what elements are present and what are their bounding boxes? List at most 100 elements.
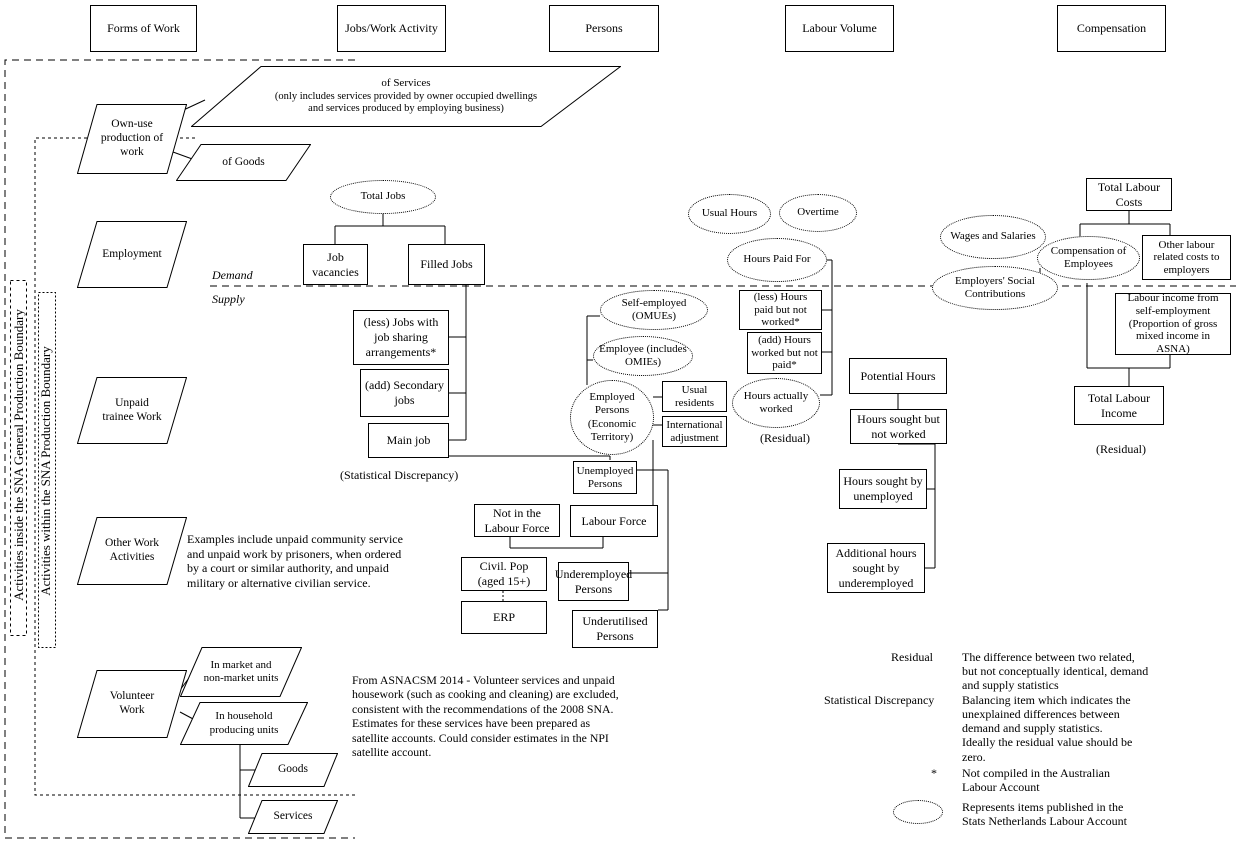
potential-hours: Potential Hours bbox=[849, 358, 947, 394]
asnacsm-note-line: consistent with the recommendations of t… bbox=[352, 701, 614, 716]
employers-social-contributions: Employers' Social Contributions bbox=[932, 266, 1058, 310]
legend-asterisk-term: * bbox=[931, 766, 937, 780]
self-employed: Self-employed (OMUEs) bbox=[600, 290, 708, 330]
legend-line: Ideally the residual value should be bbox=[962, 735, 1133, 750]
asnacsm-note-line: satellite account. bbox=[352, 744, 432, 759]
form-employment-label: Employment bbox=[102, 247, 162, 260]
own-use-goods-label: of Goods bbox=[222, 155, 265, 168]
form-volunteer: Volunteer Work bbox=[77, 670, 187, 738]
hours-actually-worked: Hours actually worked bbox=[732, 378, 820, 428]
other-work-note-line: and unpaid work by prisoners, when order… bbox=[187, 546, 402, 561]
total-labour-income: Total Labour Income bbox=[1074, 386, 1164, 425]
own-use-services: of Services (only includes services prov… bbox=[191, 66, 621, 127]
statistical-discrepancy-note: (Statistical Discrepancy) bbox=[340, 468, 459, 482]
own-use-services-line3: and services produced by employing busin… bbox=[308, 103, 504, 115]
own-use-services-line2: (only includes services provided by owne… bbox=[274, 90, 538, 102]
other-work-note: Examples include unpaid community servic… bbox=[187, 532, 403, 591]
volunteer-market-units: In market and non-market units bbox=[180, 647, 302, 697]
volunteer-goods-label: Goods bbox=[277, 763, 309, 776]
other-work-note-line: Examples include unpaid community servic… bbox=[187, 532, 403, 546]
sna-boundary-label-frame bbox=[38, 292, 56, 648]
legend-discrepancy-term: Statistical Discrepancy bbox=[824, 693, 935, 707]
asnacsm-note-line: From ASNACSM 2014 - Volunteer services a… bbox=[352, 673, 615, 687]
wages-and-salaries: Wages and Salaries bbox=[940, 215, 1046, 259]
total-jobs: Total Jobs bbox=[330, 180, 436, 214]
header-persons: Persons bbox=[549, 5, 659, 52]
header-compensation: Compensation bbox=[1057, 5, 1166, 52]
form-unpaid-trainee-label: Unpaid trainee Work bbox=[102, 396, 162, 423]
employed-persons: Employed Persons (Economic Territory) bbox=[570, 380, 654, 455]
own-use-goods: of Goods bbox=[176, 144, 311, 181]
other-labour-costs: Other labour related costs to employers bbox=[1142, 235, 1231, 280]
international-adjustment: International adjustment bbox=[662, 416, 727, 447]
legend-line: Not compiled in the Australian bbox=[962, 766, 1110, 780]
compensation-of-employees: Compensation of Employees bbox=[1037, 236, 1140, 280]
legend-line: Labour Account bbox=[962, 780, 1040, 795]
total-labour-costs: Total Labour Costs bbox=[1086, 178, 1172, 211]
form-unpaid-trainee: Unpaid trainee Work bbox=[77, 377, 187, 444]
less-hours-paid-not-worked: (less) Hours paid but not worked* bbox=[739, 290, 822, 330]
usual-hours: Usual Hours bbox=[688, 194, 771, 234]
not-in-labour-force: Not in the Labour Force bbox=[474, 504, 560, 537]
own-use-services-line1: of Services bbox=[381, 77, 431, 90]
job-vacancies: Job vacancies bbox=[303, 244, 368, 285]
other-work-note-line: military or alternative civilian service… bbox=[187, 575, 371, 590]
general-boundary-outline bbox=[4, 59, 355, 839]
legend-line: Stats Netherlands Labour Account bbox=[962, 814, 1127, 829]
main-job: Main job bbox=[368, 423, 449, 458]
legend-line: Balancing item which indicates the bbox=[962, 693, 1131, 707]
legend-ellipse-symbol bbox=[893, 800, 943, 824]
form-volunteer-label: Volunteer Work bbox=[109, 690, 155, 716]
volunteer-goods: Goods bbox=[248, 753, 338, 787]
additional-hours-underemployed: Additional hours sought by underemployed bbox=[827, 543, 925, 593]
legend-line: unexplained differences between bbox=[962, 707, 1120, 722]
residual-note-compensation: (Residual) bbox=[1096, 442, 1146, 456]
volunteer-household-units-label: In household producing units bbox=[209, 710, 279, 736]
underutilised-persons: Underutilised Persons bbox=[572, 610, 658, 648]
add-hours-worked-not-paid: (add) Hours worked but not paid* bbox=[747, 332, 822, 374]
erp: ERP bbox=[461, 601, 547, 634]
civil-pop: Civil. Pop (aged 15+) bbox=[461, 557, 547, 591]
labour-force: Labour Force bbox=[570, 505, 658, 537]
asnacsm-note: From ASNACSM 2014 - Volunteer services a… bbox=[352, 673, 619, 759]
volunteer-market-units-label: In market and non-market units bbox=[203, 658, 279, 684]
form-employment: Employment bbox=[77, 221, 187, 288]
asnacsm-note-line: satellite accounts. Could consider estim… bbox=[352, 730, 609, 745]
supply-label: Supply bbox=[212, 292, 245, 306]
legend-line: demand and supply statistics. bbox=[962, 721, 1103, 736]
residual-note-labour: (Residual) bbox=[760, 431, 810, 445]
self-employment-income: Labour income from self-employment (Prop… bbox=[1115, 292, 1231, 355]
legend-line: Represents items published in the bbox=[962, 800, 1124, 814]
legend-line: The difference between two related, bbox=[962, 650, 1135, 664]
volunteer-services-label: Services bbox=[273, 810, 313, 823]
filled-jobs: Filled Jobs bbox=[408, 244, 485, 285]
legend-residual-term: Residual bbox=[891, 650, 933, 664]
form-other-work-label: Other Work Activities bbox=[104, 537, 160, 563]
hours-sought-by-unemployed: Hours sought by unemployed bbox=[839, 469, 927, 509]
volunteer-services: Services bbox=[248, 800, 338, 834]
add-secondary-jobs: (add) Secondary jobs bbox=[360, 369, 449, 417]
underemployed-persons: Underemployed Persons bbox=[555, 562, 632, 601]
unemployed-persons: Unemployed Persons bbox=[573, 461, 637, 494]
legend-residual-def: The difference between two related, but … bbox=[962, 650, 1148, 692]
header-labour-volume: Labour Volume bbox=[785, 5, 894, 52]
legend-line: but not conceptually identical, demand bbox=[962, 664, 1149, 679]
legend-discrepancy-def: Balancing item which indicates the unexp… bbox=[962, 693, 1132, 764]
form-other-work: Other Work Activities bbox=[77, 517, 187, 585]
general-boundary-label-frame bbox=[10, 280, 27, 636]
volunteer-household-units: In household producing units bbox=[180, 702, 308, 745]
form-own-use-production: Own-use production of work bbox=[77, 104, 187, 174]
form-own-use-label: Own-use production of work bbox=[100, 118, 164, 158]
usual-residents: Usual residents bbox=[662, 381, 727, 412]
employee: Employee (includes OMIEs) bbox=[593, 336, 693, 376]
legend-line: and supply statistics bbox=[962, 678, 1059, 693]
hours-sought-not-worked: Hours sought but not worked bbox=[850, 409, 947, 444]
legend-line: zero. bbox=[962, 749, 986, 764]
demand-label: Demand bbox=[212, 268, 253, 282]
other-work-note-line: by a court or similar authority, and unp… bbox=[187, 561, 389, 576]
hours-paid-for: Hours Paid For bbox=[727, 238, 827, 282]
header-jobs-work-activity: Jobs/Work Activity bbox=[337, 5, 446, 52]
less-job-sharing: (less) Jobs with job sharing arrangement… bbox=[353, 310, 449, 365]
legend-ellipse-def: Represents items published in the Stats … bbox=[962, 800, 1127, 828]
overtime: Overtime bbox=[779, 194, 857, 232]
